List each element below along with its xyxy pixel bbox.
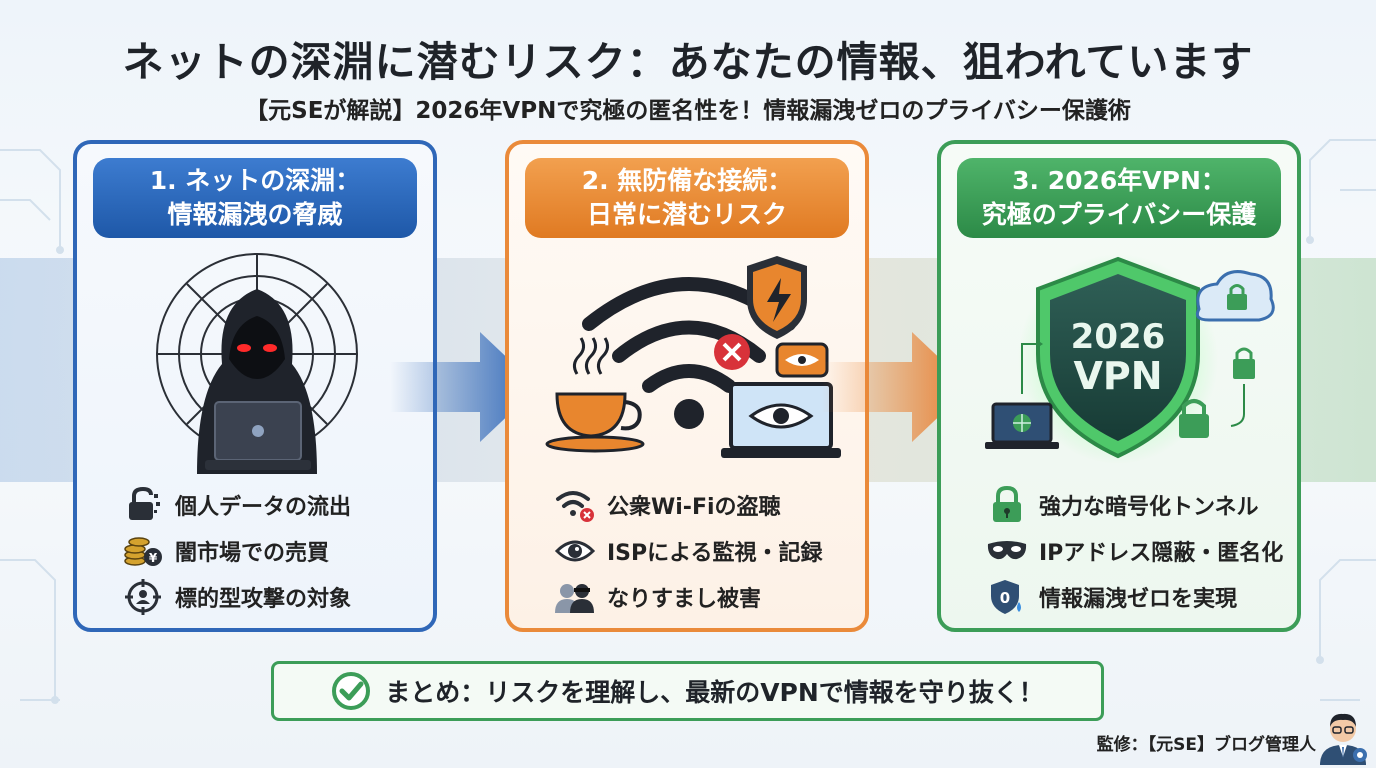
arrow-right-icon bbox=[822, 332, 970, 442]
target-user-icon bbox=[121, 577, 165, 617]
panel-title-line1: 3. 2026年VPN： bbox=[1012, 166, 1226, 195]
panel-title: 3. 2026年VPN： 究極のプライバシー保護 bbox=[957, 158, 1281, 238]
panel-title: 1. ネットの深淵： 情報漏洩の脅威 bbox=[93, 158, 417, 238]
item-label: 公衆Wi-Fiの盗聴 bbox=[607, 495, 781, 520]
panel-title-line2: 情報漏洩の脅威 bbox=[167, 200, 343, 229]
item-label: なりすまし被害 bbox=[607, 587, 762, 612]
panel-title-line1: 1. ネットの深淵： bbox=[149, 166, 361, 195]
list-item: IPアドレス隠蔽・匿名化 bbox=[985, 528, 1285, 574]
broken-lock-icon bbox=[121, 485, 165, 525]
vpn-badge-year: 2026 bbox=[1071, 317, 1166, 357]
panel-info-leak-threat: 1. ネットの深淵： 情報漏洩の脅威 個人データの流出 ¥ 闇市場での売買 bbox=[73, 140, 437, 632]
avatar bbox=[1320, 713, 1367, 765]
page-subtitle: 【元SEが解説】2026年VPNで究極の匿名性を！情報漏洩ゼロのプライバシー保護… bbox=[245, 98, 1131, 124]
svg-text:0: 0 bbox=[1000, 589, 1010, 607]
protection-list: 強力な暗号化トンネル IPアドレス隠蔽・匿名化 0 情報漏洩ゼロを実現 bbox=[985, 482, 1285, 620]
svg-text:¥: ¥ bbox=[149, 551, 158, 565]
vpn-badge-text: VPN bbox=[1073, 354, 1162, 398]
list-item: 公衆Wi-Fiの盗聴 bbox=[553, 482, 853, 528]
summary-text: まとめ：リスクを理解し、最新のVPNで情報を守り抜く！ bbox=[385, 678, 1044, 707]
item-label: 強力な暗号化トンネル bbox=[1039, 495, 1259, 520]
list-item: 標的型攻撃の対象 bbox=[121, 574, 421, 620]
zero-shield-icon: 0 bbox=[985, 577, 1029, 617]
item-label: 個人データの流出 bbox=[175, 495, 352, 520]
panel-title-line2: 究極のプライバシー保護 bbox=[981, 200, 1257, 229]
list-item: ¥ 闇市場での売買 bbox=[121, 528, 421, 574]
panel-title-line2: 日常に潜むリスク bbox=[586, 200, 787, 229]
panel-unprotected-connection: 2. 無防備な接続： 日常に潜むリスク 公衆Wi-Fiの盗聴 bbox=[505, 140, 869, 632]
list-item: 個人データの流出 bbox=[121, 482, 421, 528]
list-item: ISPによる監視・記録 bbox=[553, 528, 853, 574]
eye-icon bbox=[553, 531, 597, 571]
hacker-web-illustration bbox=[156, 253, 358, 474]
public-wifi-illustration bbox=[545, 256, 841, 458]
risk-list: 公衆Wi-Fiの盗聴 ISPによる監視・記録 なりすまし被害 bbox=[553, 482, 853, 620]
threat-list: 個人データの流出 ¥ 闇市場での売買 標的型攻撃の対象 bbox=[121, 482, 421, 620]
check-circle-icon bbox=[332, 672, 371, 710]
item-label: IPアドレス隠蔽・匿名化 bbox=[1039, 541, 1284, 566]
supervisor-credit: 監修：【元SE】ブログ管理人 bbox=[1096, 735, 1316, 755]
list-item: なりすまし被害 bbox=[553, 574, 853, 620]
panel-vpn-protection: 3. 2026年VPN： 究極のプライバシー保護 2026 VPN 強力な暗号化… bbox=[937, 140, 1301, 632]
item-label: ISPによる監視・記録 bbox=[607, 541, 823, 566]
list-item: 0 情報漏洩ゼロを実現 bbox=[985, 574, 1285, 620]
summary-box: まとめ：リスクを理解し、最新のVPNで情報を守り抜く！ bbox=[271, 661, 1104, 721]
list-item: 強力な暗号化トンネル bbox=[985, 482, 1285, 528]
mask-icon bbox=[985, 531, 1029, 571]
panel-title-line1: 2. 無防備な接続： bbox=[581, 166, 793, 195]
vpn-shield-illustration: 2026 VPN bbox=[985, 254, 1275, 464]
arrow-right-icon bbox=[390, 332, 538, 442]
padlock-icon bbox=[985, 485, 1029, 525]
impersonation-icon bbox=[553, 577, 597, 617]
panel-title: 2. 無防備な接続： 日常に潜むリスク bbox=[525, 158, 849, 238]
coins-icon: ¥ bbox=[121, 531, 165, 571]
page-title: ネットの深淵に潜むリスク：あなたの情報、狙われています bbox=[122, 38, 1254, 86]
item-label: 情報漏洩ゼロを実現 bbox=[1039, 587, 1238, 612]
item-label: 標的型攻撃の対象 bbox=[175, 587, 352, 612]
item-label: 闇市場での売買 bbox=[175, 541, 330, 566]
wifi-error-icon bbox=[553, 485, 597, 525]
